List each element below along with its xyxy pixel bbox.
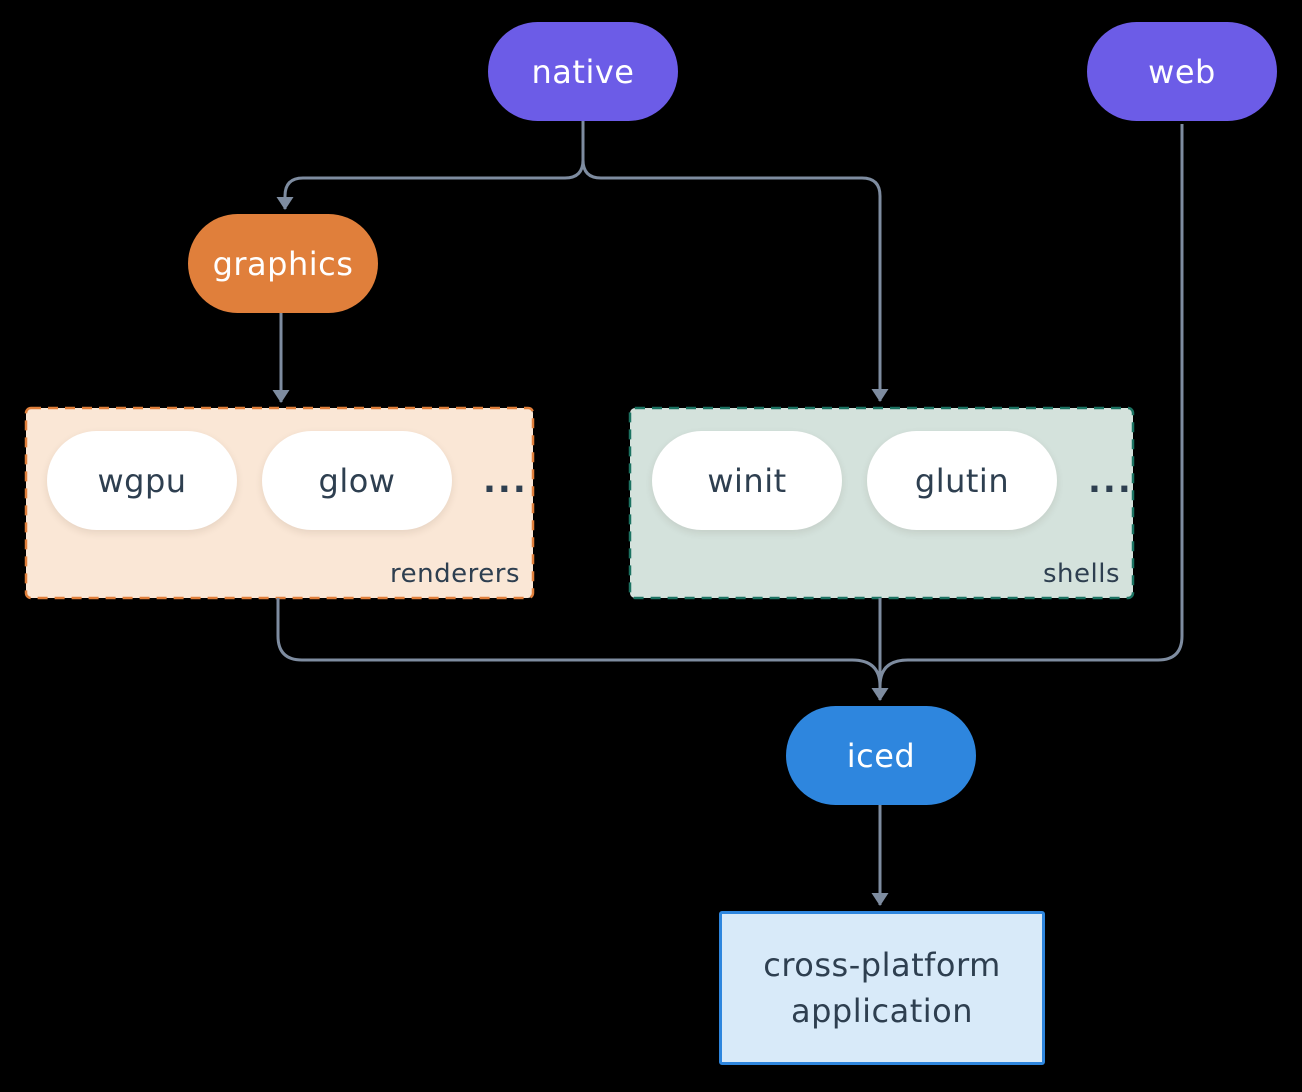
shells-ellipsis: ...	[1088, 460, 1133, 501]
node-wgpu: wgpu	[47, 431, 237, 530]
renderers-items-row: wgpu glow ...	[47, 431, 528, 530]
edge-native-graphics	[276, 121, 585, 210]
node-cross-platform-application: cross-platform application	[719, 911, 1045, 1065]
node-web: web	[1087, 22, 1277, 121]
node-iced-label: iced	[846, 736, 916, 775]
node-graphics-label: graphics	[212, 244, 354, 283]
node-native: native	[488, 22, 678, 121]
edge-renderers-junction	[276, 598, 882, 687]
edge-native-shells	[581, 121, 889, 402]
renderers-group: wgpu glow ... renderers	[25, 408, 533, 598]
node-wgpu-label: wgpu	[97, 461, 187, 500]
node-glutin-label: glutin	[914, 461, 1010, 500]
shells-items-row: winit glutin ...	[652, 431, 1133, 530]
shells-group: winit glutin ... shells	[630, 408, 1133, 598]
node-native-label: native	[531, 52, 635, 91]
node-winit: winit	[652, 431, 842, 530]
node-winit-label: winit	[707, 461, 787, 500]
shells-group-label: shells	[1042, 559, 1120, 589]
node-glow-label: glow	[318, 461, 396, 500]
application-label-line2: application	[790, 992, 973, 1030]
edge-web-junction	[878, 124, 1184, 687]
renderers-group-label: renderers	[390, 559, 520, 589]
renderers-ellipsis: ...	[483, 460, 528, 501]
node-web-label: web	[1148, 52, 1216, 91]
node-graphics: graphics	[188, 214, 378, 313]
node-iced: iced	[786, 706, 976, 805]
application-label-line1: cross-platform	[763, 945, 1001, 984]
node-glow: glow	[262, 431, 452, 530]
node-glutin: glutin	[867, 431, 1057, 530]
